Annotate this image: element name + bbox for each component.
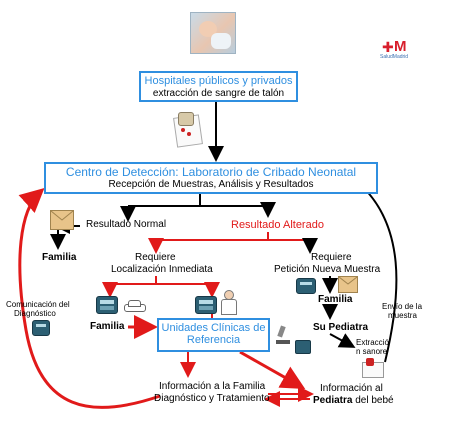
hospitals-subtitle: extracción de sangre de talón — [152, 88, 285, 99]
reference-units-box: Unidades Clínicas de Referencia — [157, 318, 270, 352]
pediatrician-bold: Pediatra — [313, 395, 353, 406]
label-new-sample-request: Petición Nueva Muestra — [274, 264, 381, 275]
phone-icon — [296, 278, 316, 294]
test-tube-icon — [362, 358, 384, 378]
label-sample-sending-2: muestra — [388, 311, 417, 320]
label-communication-2: Diagnóstico — [14, 309, 56, 318]
car-icon — [124, 300, 146, 312]
label-requires-1: Requiere — [135, 252, 176, 263]
units-line-1: Unidades Clínicas de — [161, 322, 266, 334]
info-pediatrician-line-1: Información al — [320, 383, 383, 394]
doctor-icon — [220, 290, 237, 315]
label-immediate-location: Localización Inmediata — [111, 264, 213, 275]
center-title: Centro de Detección: Laboratorio de Crib… — [65, 165, 357, 179]
units-line-2: Referencia — [186, 334, 241, 346]
label-requires-2: Requiere — [311, 252, 352, 263]
label-extraction-1: Extracció — [356, 338, 389, 347]
of-baby: del bebé — [352, 395, 394, 406]
label-extraction-2: n sanore — [356, 347, 388, 356]
label-your-pediatrician: Su Pediatra — [313, 322, 369, 333]
label-family-left: Familia — [42, 252, 77, 263]
logo-text: SaludMadrid — [380, 54, 409, 60]
label-family-mid: Familia — [90, 321, 125, 332]
baby-photo — [190, 12, 236, 54]
label-communication-1: Comunicación del — [6, 300, 70, 309]
label-result-normal: Resultado Normal — [86, 219, 167, 230]
phone-icon — [195, 296, 217, 314]
phone-icon — [295, 340, 311, 354]
label-sample-sending-1: Envío de la — [382, 302, 423, 311]
info-family-line-1: Información a la Familia — [159, 381, 266, 392]
microscope-icon — [276, 325, 290, 344]
phone-icon — [96, 296, 118, 314]
phone-icon — [32, 320, 50, 336]
center-subtitle: Recepción de Muestras, Análisis y Result… — [108, 179, 314, 190]
envelope-icon — [50, 210, 74, 230]
info-family-line-2: Diagnóstico y Tratamiento — [154, 393, 270, 404]
hospitals-title: Hospitales públicos y privados — [144, 75, 293, 87]
blood-card-icon — [173, 112, 203, 148]
envelope-icon — [338, 276, 358, 293]
label-result-altered: Resultado Alterado — [231, 219, 324, 231]
label-family-right: Familia — [318, 294, 353, 305]
hospitals-box: Hospitales públicos y privados extracció… — [139, 71, 298, 102]
info-pediatrician-line-2: Pediatra del bebé — [313, 395, 394, 407]
logo-madrid: ✚ M SaludMadrid — [380, 38, 409, 60]
detection-center-box: Centro de Detección: Laboratorio de Crib… — [44, 162, 378, 194]
